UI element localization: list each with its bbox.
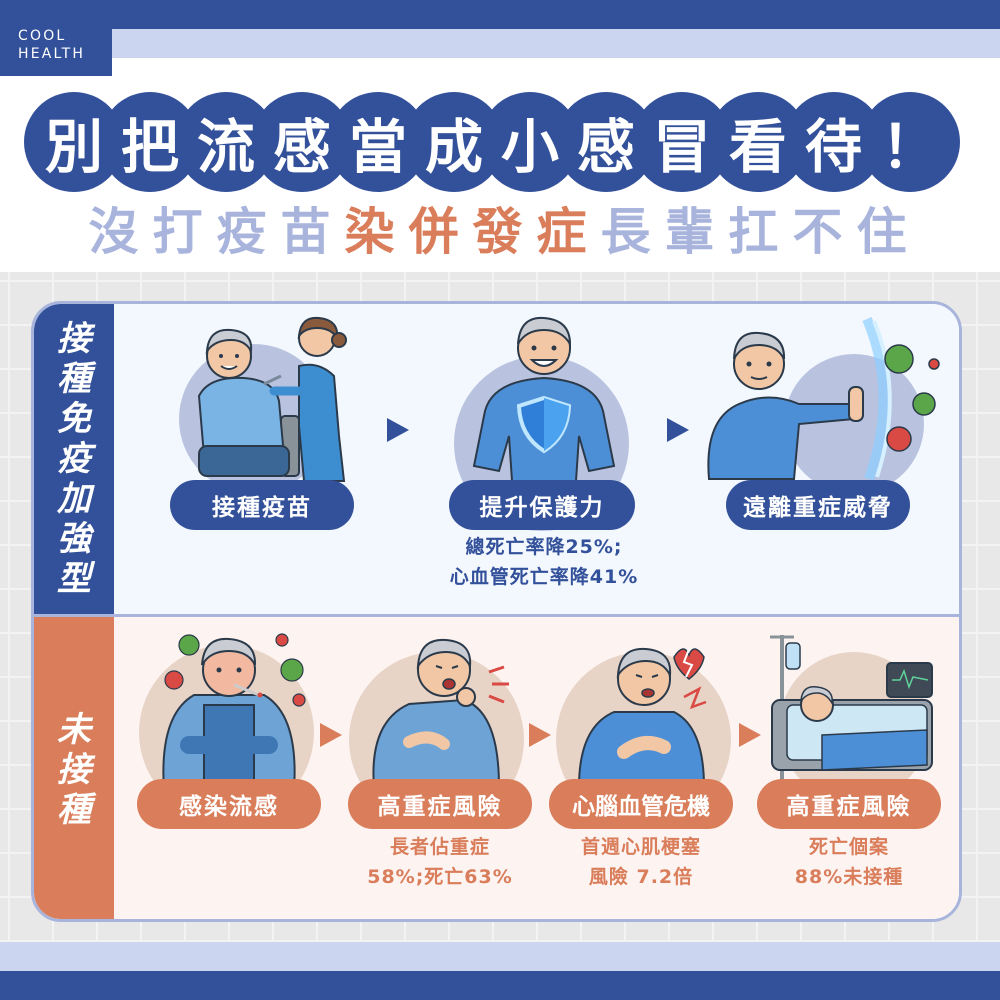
next-arrow-icon bbox=[739, 723, 761, 747]
step-pill-catch-flu: 感染流感 bbox=[137, 779, 321, 829]
subtitle-char-highlight: 併 bbox=[408, 203, 462, 261]
bottom-band bbox=[0, 971, 1000, 1000]
step-pill-cardio-crisis: 心腦血管危機 bbox=[549, 779, 733, 829]
next-arrow-icon bbox=[320, 723, 342, 747]
stat-cardiovascular-mortality: 心血管死亡率降41% bbox=[449, 566, 639, 588]
stat-unvaccinated-share: 88%未接種 bbox=[794, 866, 904, 888]
logo-line-1: COOL bbox=[18, 28, 67, 44]
logo-line-2: HEALTH bbox=[18, 46, 86, 62]
title-char: ！ bbox=[860, 92, 960, 192]
senior-broken-heart-icon bbox=[577, 647, 707, 787]
stat-first-week-mi: 首週心肌梗塞 bbox=[580, 836, 701, 858]
senior-fever-icon bbox=[162, 633, 306, 790]
title-char: 待 bbox=[784, 92, 884, 192]
subtitle-char: 苗 bbox=[280, 203, 334, 261]
stat-death-cases: 死亡個案 bbox=[808, 836, 889, 858]
subtitle-char-highlight: 染 bbox=[344, 203, 398, 261]
vaccinated-section: 接 種 免 疫 加 強 型 bbox=[34, 304, 959, 614]
senior-blocking-virus-icon bbox=[707, 317, 940, 481]
comparison-card: 接 種 免 疫 加 強 型 bbox=[31, 301, 962, 922]
subtitle-char: 疫 bbox=[216, 203, 270, 261]
unvaccinated-label: 未 接 種 bbox=[34, 617, 114, 919]
title-char: 流 bbox=[176, 92, 276, 192]
severity-stats: 長者佔重症 58%;死亡63% bbox=[340, 832, 540, 892]
stat-mi-risk-multiplier: 風險 7.2倍 bbox=[588, 866, 694, 888]
step-pill-boost-protection: 提升保護力 bbox=[449, 480, 635, 530]
death-stats: 死亡個案 88%未接種 bbox=[749, 832, 949, 892]
step-pill-hospital-high-severity: 高重症風險 bbox=[757, 779, 941, 829]
stat-elderly-severe: 長者佔重症 bbox=[389, 836, 490, 858]
senior-coughing-icon bbox=[372, 638, 509, 787]
protection-stats: 總死亡率降25%; 心血管死亡率降41% bbox=[394, 532, 694, 592]
senior-shield-icon bbox=[472, 316, 616, 482]
top-band bbox=[0, 0, 1000, 29]
subtitle-char: 輩 bbox=[664, 203, 718, 261]
title-char: 小 bbox=[480, 92, 580, 192]
step-pill-high-severity-risk: 高重症風險 bbox=[348, 779, 532, 829]
stat-elderly-death: 58%;死亡63% bbox=[367, 866, 513, 888]
bottom-accent-strip bbox=[0, 942, 1000, 971]
brand-logo: COOL HEALTH bbox=[0, 0, 112, 76]
vaccinated-label: 接 種 免 疫 加 強 型 bbox=[34, 304, 114, 614]
subtitle-char: 不 bbox=[792, 203, 846, 261]
subtitle-char-highlight: 症 bbox=[536, 203, 590, 261]
step-pill-avoid-severe-threat: 遠離重症威脅 bbox=[726, 480, 910, 530]
subtitle-char: 打 bbox=[152, 203, 206, 261]
next-arrow-icon bbox=[667, 418, 689, 442]
senior-hospital-bed-icon bbox=[770, 635, 933, 780]
subtitle-char: 沒 bbox=[88, 203, 142, 261]
top-accent-strip bbox=[112, 29, 1000, 58]
page-title: 別 把 流 感 當 成 小 感 冒 看 待 ！ bbox=[24, 92, 960, 192]
subtitle-char: 住 bbox=[856, 203, 910, 261]
cardio-stats: 首週心肌梗塞 風險 7.2倍 bbox=[541, 832, 741, 892]
senior-vaccine-nurse-icon bbox=[197, 316, 347, 482]
next-arrow-icon bbox=[387, 418, 409, 442]
subtitle-char-highlight: 發 bbox=[472, 203, 526, 261]
subtitle-char: 扛 bbox=[728, 203, 782, 261]
subtitle-char: 長 bbox=[600, 203, 654, 261]
unvaccinated-section: 未 接 種 感染流感 bbox=[34, 614, 959, 919]
step-pill-get-vaccinated: 接種疫苗 bbox=[170, 480, 354, 530]
next-arrow-icon bbox=[529, 723, 551, 747]
page-subtitle: 沒 打 疫 苗 染 併 發 症 長 輩 扛 不 住 bbox=[83, 200, 915, 264]
stat-all-cause-mortality: 總死亡率降25%; bbox=[465, 536, 623, 558]
